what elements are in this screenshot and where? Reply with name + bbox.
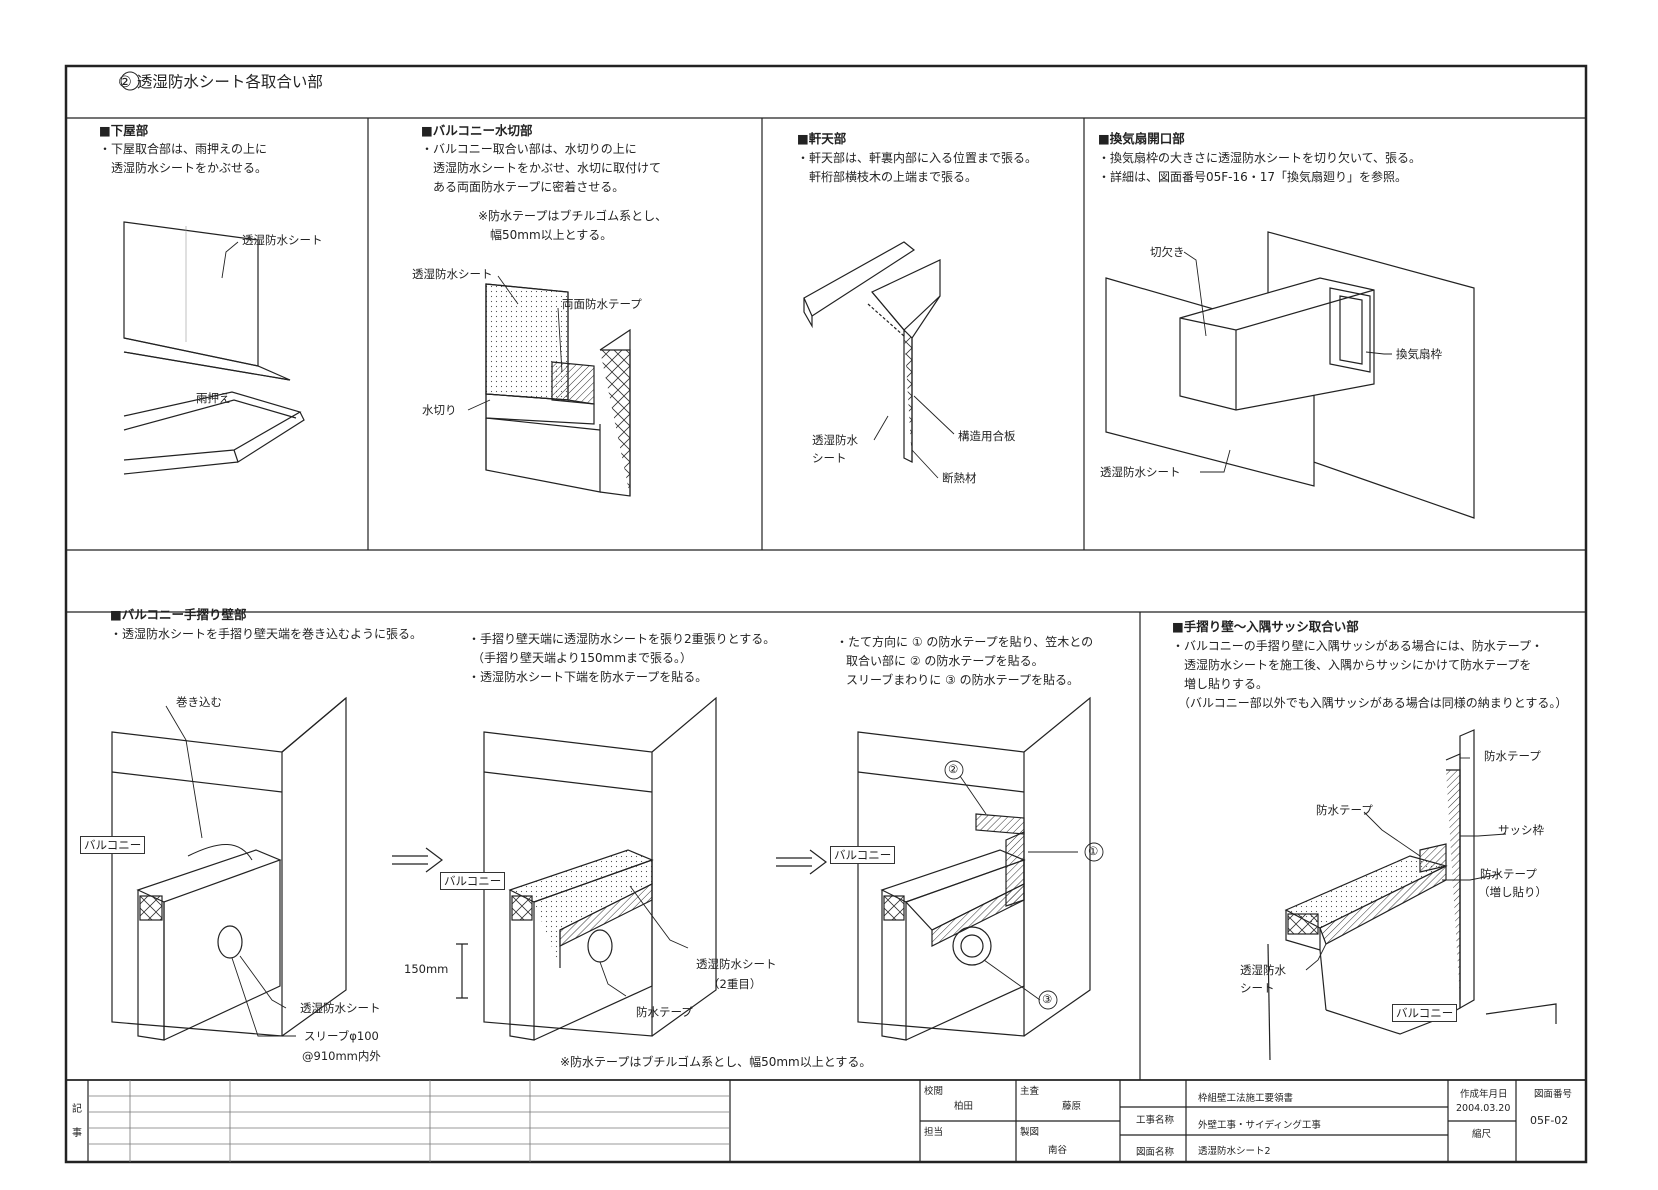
nokiten-plywood-label: 構造用合板	[958, 429, 1016, 443]
tb-project: 枠組壁工法施工要領書	[1198, 1093, 1294, 1104]
tesuri-sleeve-label-2: @910mm内外	[302, 1049, 381, 1063]
tesuri-callout-2: ②	[948, 762, 959, 776]
kankisen-desc-1: ・換気扇枠の大きさに透湿防水シートを切り欠いて、張る。	[1098, 151, 1422, 165]
mizukiri-note-1: ※防水テープはブチルゴム系とし、	[478, 209, 668, 223]
tb-chief-label: 主査	[1020, 1086, 1040, 1097]
tesuri-tape-label: 防水テープ	[636, 1005, 693, 1019]
sash-tape-label-3a: 防水テープ	[1480, 867, 1537, 881]
sash-desc-4: （バルコニー部以外でも入隅サッシがある場合は同様の納まりとする。）	[1178, 696, 1568, 710]
sash-heading: ■手摺り壁～入隅サッシ取合い部	[1172, 619, 1359, 634]
tesuri-callout-1: ①	[1088, 844, 1099, 858]
shitaya-sheet-label: 透湿防水シート	[242, 233, 323, 247]
kankisen-desc-2: ・詳細は、図面番号05F-16・17「換気扇廻り」を参照。	[1098, 170, 1408, 184]
arrow-1	[392, 847, 443, 873]
tesuri-step2-2: （手摺り壁天端より150mmまで張る。）	[472, 651, 693, 665]
tb-chief: 藤原	[1062, 1101, 1082, 1112]
tesuri-desc-1: ・透湿防水シートを手摺り壁天端を巻き込むように張る。	[110, 627, 423, 641]
tb-scale-label: 縮尺	[1472, 1129, 1492, 1140]
tesuri-illustration-1	[111, 696, 347, 1041]
tesuri-sheet-label: 透湿防水シート	[300, 1001, 381, 1015]
mizukiri-illustration	[485, 283, 631, 497]
tesuri-callout-3: ③	[1042, 992, 1053, 1006]
sheet-title: ② 透湿防水シート各取合い部	[118, 73, 323, 91]
sash-desc-3: 増し貼りする。	[1184, 677, 1269, 691]
tesuri-illustration-2	[456, 696, 717, 1041]
shitaya-illustration	[123, 221, 305, 475]
sash-desc-2: 透湿防水シートを施工後、入隅からサッシにかけて防水テープを	[1184, 658, 1532, 672]
tb-drafter-label: 製図	[1020, 1127, 1040, 1138]
kankisen-notch-label: 切欠き	[1150, 245, 1185, 259]
tb-drawing: 透湿防水シート2	[1198, 1146, 1271, 1157]
tb-drafter: 南谷	[1048, 1145, 1068, 1156]
shitaya-desc-2: 透湿防水シートをかぶせる。	[111, 161, 268, 175]
tb-checked: 柏田	[954, 1101, 974, 1112]
nokiten-illustration	[803, 241, 941, 463]
mizukiri-sheet-label: 透湿防水シート	[412, 267, 493, 281]
tesuri-sheet2-label-1: 透湿防水シート	[696, 957, 777, 971]
tb-person-label: 担当	[924, 1127, 944, 1138]
sash-tape-label-3b: （増し貼り）	[1478, 885, 1547, 899]
mizukiri-note-2: 幅50mm以上とする。	[490, 228, 613, 242]
tesuri-step3-1: ・たて方向に ① の防水テープを貼り、笠木との	[836, 635, 1094, 649]
shitaya-desc-1: ・下屋取合部は、雨押えの上に	[99, 142, 268, 156]
mizukiri-heading: ■バルコニー水切部	[421, 123, 533, 138]
tesuri-balcony-tag-2: バルコニー	[440, 872, 506, 890]
tesuri-makikomu-label: 巻き込む	[176, 695, 222, 709]
tb-project-label: 工事名称	[1136, 1115, 1175, 1126]
kankisen-sheet-label: 透湿防水シート	[1100, 465, 1181, 479]
sash-illustration	[1267, 729, 1557, 1061]
kankisen-frame-label: 換気扇枠	[1396, 347, 1442, 361]
sash-desc-1: ・バルコニーの手摺り壁に入隅サッシがある場合には、防水テープ・	[1172, 639, 1544, 653]
tesuri-balcony-tag-3: バルコニー	[830, 846, 896, 864]
tesuri-dimension-150: 150mm	[404, 962, 449, 976]
sash-balcony-tag: バルコニー	[1392, 1004, 1458, 1022]
mizukiri-tape-label: 両面防水テープ	[562, 297, 642, 311]
nokiten-sheet-label-2: シート	[812, 451, 847, 465]
tesuri-sleeve-label-1: スリーブφ100	[304, 1029, 379, 1043]
tb-work: 外壁工事・サイディング工事	[1198, 1120, 1321, 1131]
tb-checked-label: 校閲	[924, 1086, 944, 1097]
shitaya-heading: ■下屋部	[99, 123, 149, 138]
nokiten-desc-1: ・軒天部は、軒裏内部に入る位置まで張る。	[797, 151, 1038, 165]
tesuri-step3-2: 取合い部に ② の防水テープを貼る。	[846, 654, 1044, 668]
sash-tape-label-2: 防水テープ	[1316, 803, 1373, 817]
mizukiri-mizukiri-label: 水切り	[422, 403, 457, 417]
tb-kiji: 記事	[72, 1104, 82, 1139]
arrow-2	[776, 849, 827, 875]
tb-date: 2004.03.20	[1456, 1103, 1511, 1114]
nokiten-insulation-label: 断熱材	[942, 471, 977, 485]
sash-tape-label-1: 防水テープ	[1484, 749, 1541, 763]
mizukiri-desc-3: ある両面防水テープに密着させる。	[433, 180, 625, 194]
tb-date-label: 作成年月日	[1460, 1089, 1508, 1100]
tesuri-illustration-3	[857, 696, 1091, 1041]
sash-sheet-label-2: シート	[1240, 981, 1275, 995]
mizukiri-desc-2: 透湿防水シートをかぶせ、水切に取付けて	[433, 161, 662, 175]
kankisen-illustration	[1105, 231, 1475, 519]
sash-frame-label: サッシ枠	[1498, 823, 1544, 837]
tesuri-heading: ■バルコニー手摺り壁部	[110, 607, 247, 622]
nokiten-desc-2: 軒桁部横枝木の上端まで張る。	[809, 170, 978, 184]
tesuri-step2-1: ・手摺り壁天端に透湿防水シートを張り2重張りとする。	[468, 632, 776, 646]
kankisen-heading: ■換気扇開口部	[1098, 131, 1185, 146]
sash-sheet-label-1: 透湿防水	[1240, 963, 1286, 977]
tesuri-sheet2-label-2: （2重目）	[708, 977, 762, 991]
tb-number: 05F-02	[1530, 1114, 1569, 1127]
tb-number-label: 図面番号	[1534, 1089, 1573, 1100]
tb-drawing-label: 図面名称	[1136, 1147, 1175, 1158]
nokiten-sheet-label-1: 透湿防水	[812, 433, 858, 447]
shitaya-amaosae-label: 雨押え	[196, 391, 231, 405]
nokiten-heading: ■軒天部	[797, 131, 847, 146]
tesuri-note: ※防水テープはブチルゴム系とし、幅50mm以上とする。	[560, 1055, 872, 1069]
tesuri-step2-3: ・透湿防水シート下端を防水テープを貼る。	[468, 670, 708, 684]
tesuri-step3-3: スリーブまわりに ③ の防水テープを貼る。	[846, 673, 1079, 687]
tesuri-balcony-tag-1: バルコニー	[80, 836, 146, 854]
mizukiri-desc-1: ・バルコニー取合い部は、水切りの上に	[421, 142, 637, 156]
